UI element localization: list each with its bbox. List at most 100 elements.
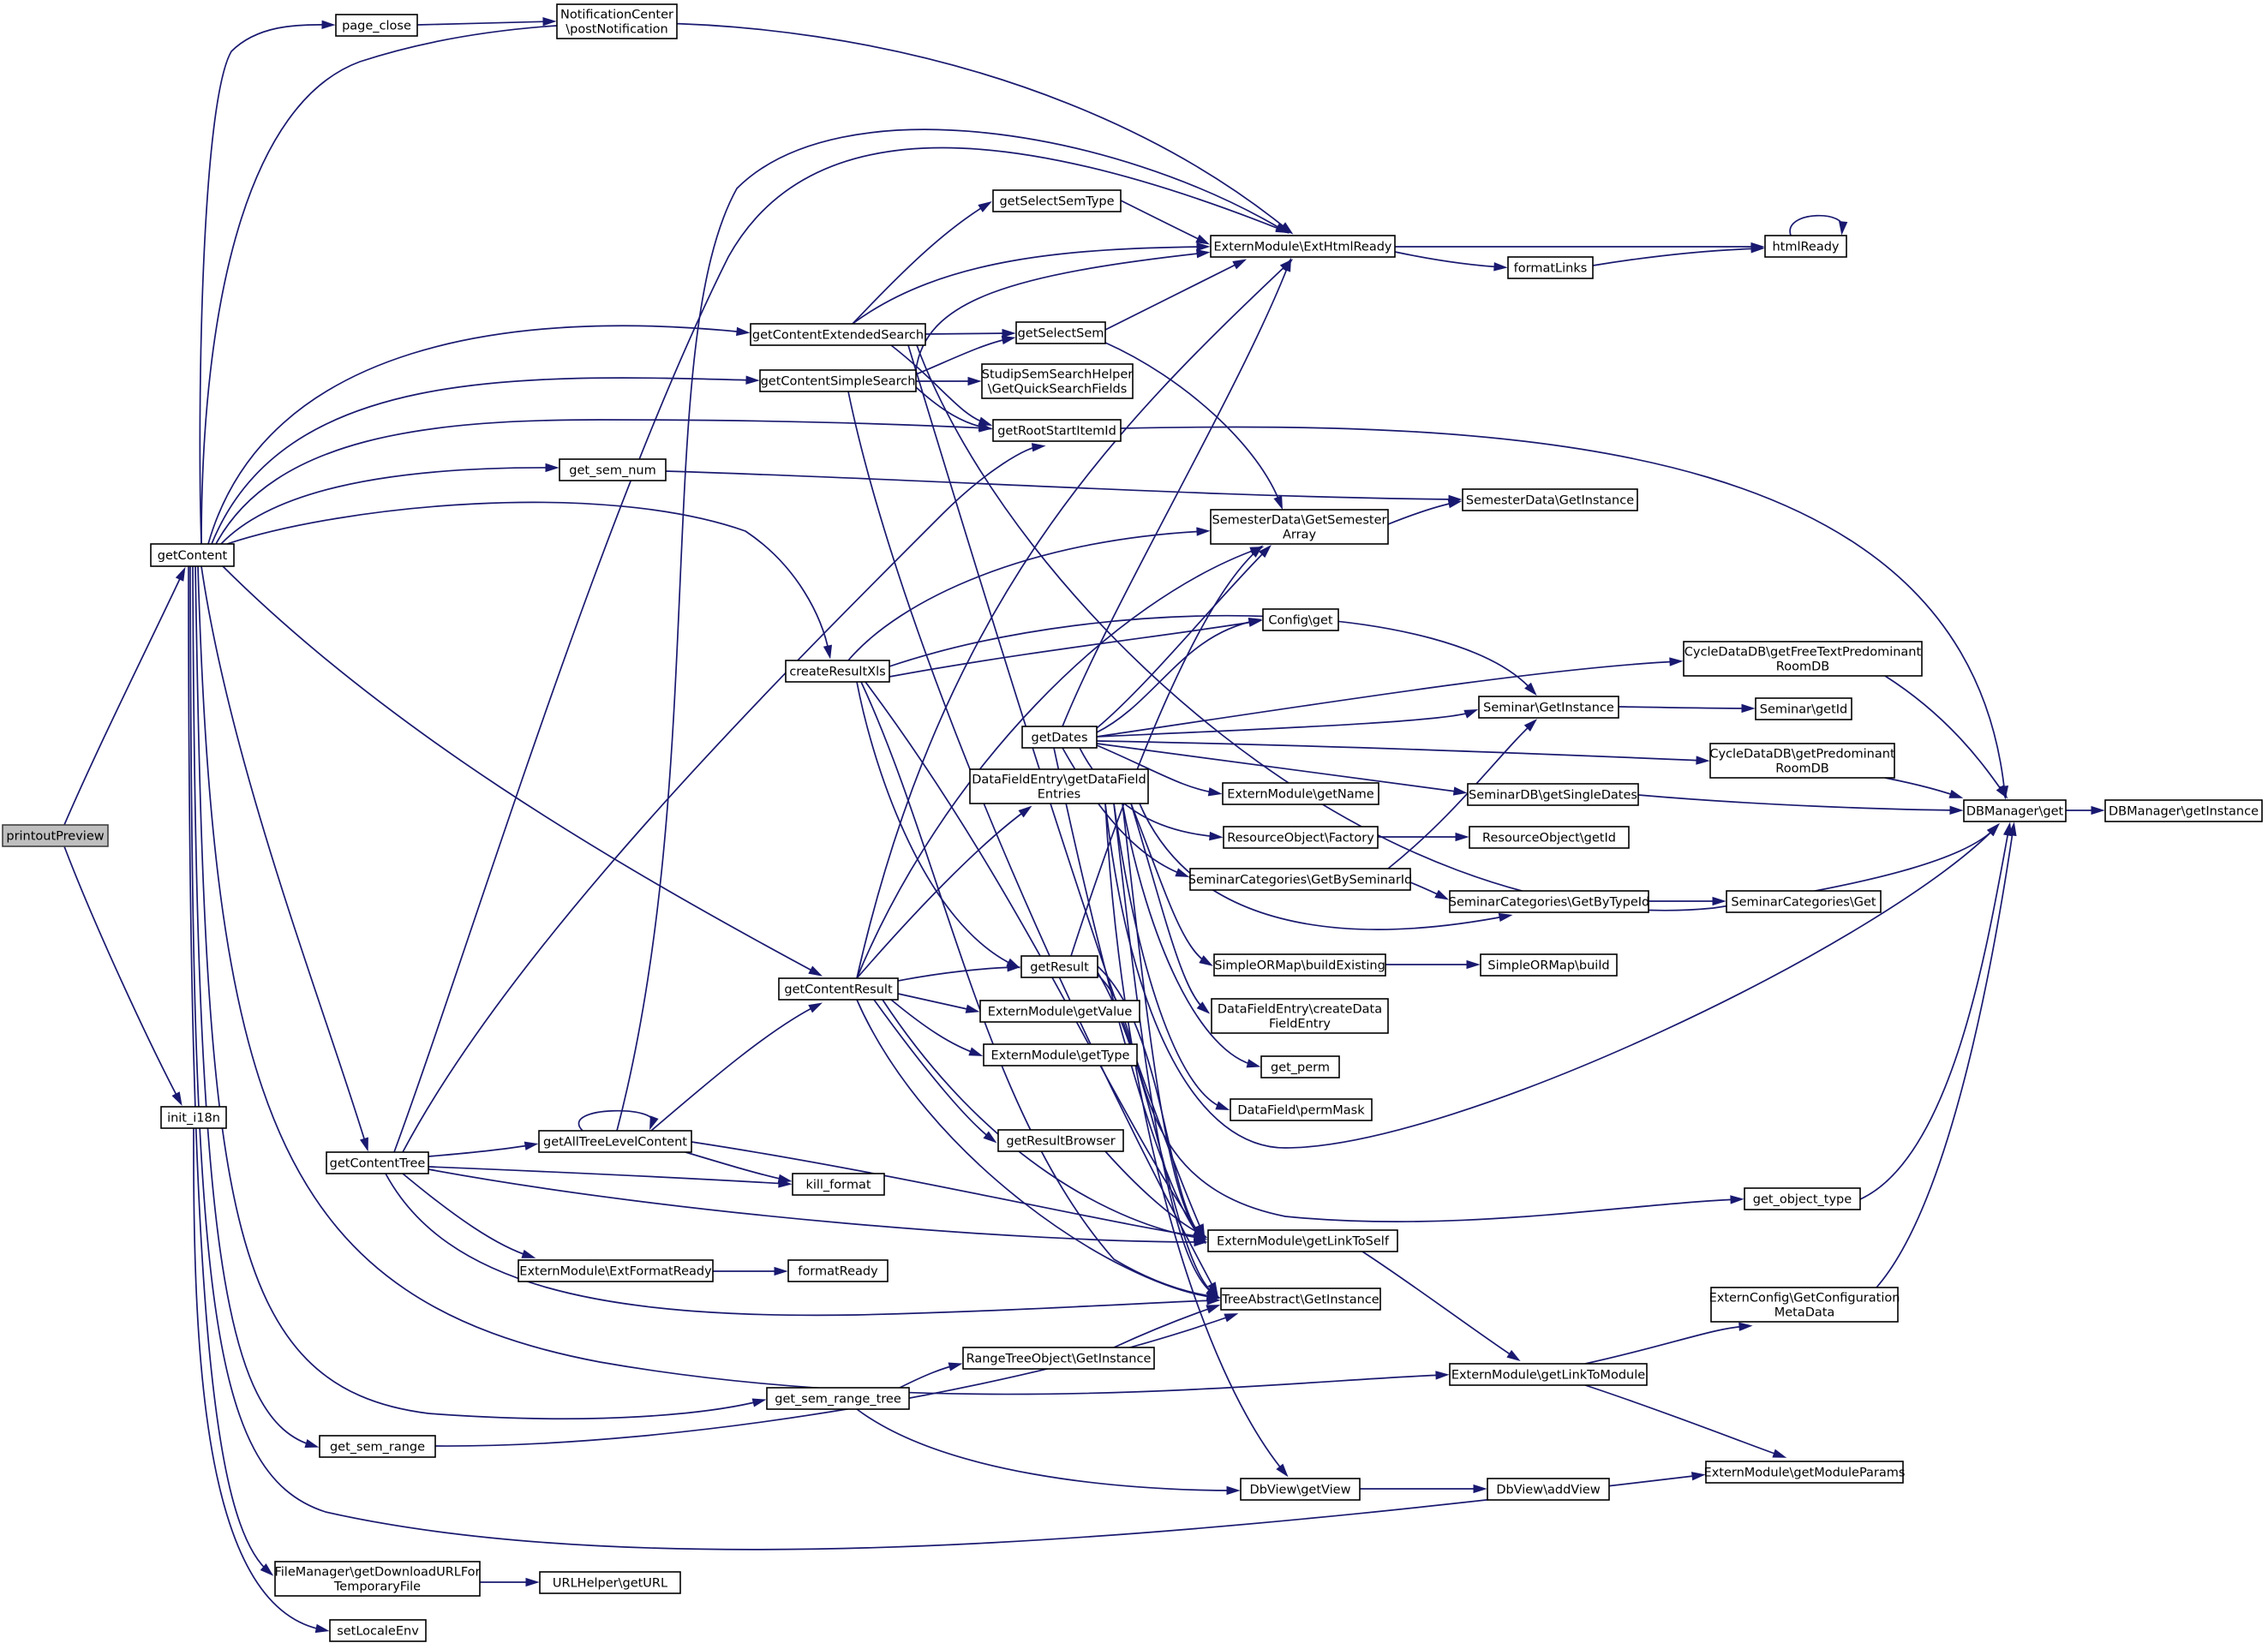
node-SeminarCategoriesGet[interactable]: SeminarCategories\Get [1726, 890, 1882, 913]
node-label: init_i18n [167, 1112, 220, 1126]
node-label: ExternModule\getModuleParams [1704, 1467, 1906, 1480]
node-getContentResult[interactable]: getContentResult [778, 977, 899, 1001]
node-SeminarGetId[interactable]: Seminar\getId [1755, 697, 1852, 720]
node-getContent[interactable]: getContent [150, 543, 235, 567]
arrowhead [1226, 1485, 1241, 1496]
node-getURL[interactable]: URLHelper\getURL [539, 1571, 681, 1594]
node-GetByTypeId[interactable]: SeminarCategories\GetByTypeId [1449, 890, 1650, 913]
node-get_sem_range_tree[interactable]: get_sem_range_tree [766, 1387, 910, 1410]
node-ResourceGetId[interactable]: ResourceObject\getId [1469, 826, 1630, 849]
node-get_sem_num[interactable]: get_sem_num [559, 458, 667, 481]
edge-htmlReady-to-htmlReady [1789, 214, 1848, 236]
node-getSelectSemType[interactable]: getSelectSemType [992, 189, 1122, 212]
node-get_object_type[interactable]: get_object_type [1744, 1187, 1861, 1210]
node-ResourceFactory[interactable]: ResourceObject\Factory [1223, 826, 1379, 849]
node-getRootStartItemId[interactable]: getRootStartItemId [992, 419, 1122, 442]
edge-getResult-to-GetSemesterArray [1070, 545, 1264, 957]
node-init_i18n[interactable]: init_i18n [160, 1106, 227, 1129]
node-QuickSearchFields[interactable]: StudipSemSearchHelper\GetQuickSearchFiel… [981, 363, 1134, 399]
node-box [1021, 726, 1098, 749]
node-getView[interactable]: DbView\getView [1240, 1478, 1361, 1501]
node-SemesterGetInstance[interactable]: SemesterData\GetInstance [1462, 488, 1638, 511]
node-label: SeminarCategories\GetBySeminarId [1188, 874, 1413, 887]
node-kill_format[interactable]: kill_format [792, 1173, 885, 1196]
node-label: get_object_type [1753, 1193, 1852, 1207]
node-DBManagerGetInstance[interactable]: DBManager\getInstance [2104, 799, 2263, 822]
node-getContentExtendedSearch[interactable]: getContentExtendedSearch [750, 323, 926, 346]
node-ConfigGet[interactable]: Config\get [1262, 608, 1339, 631]
node-getModuleParams[interactable]: ExternModule\getModuleParams [1704, 1461, 1906, 1484]
node-createResultXls[interactable]: createResultXls [785, 660, 890, 683]
node-getValue[interactable]: ExternModule\getValue [979, 1000, 1140, 1023]
node-getSelectSem[interactable]: getSelectSem [1015, 321, 1106, 344]
edge-getAllTreeLevelContent-to-ExtHtmlReady [616, 128, 1290, 1132]
edge-getDataFieldEntries-to-DBManagerGet [1104, 803, 2000, 1149]
node-GetBySeminarId[interactable]: SeminarCategories\GetBySeminarId [1188, 868, 1413, 891]
node-box [1213, 953, 1386, 977]
node-getResult[interactable]: getResult [1020, 955, 1098, 978]
node-getLinkToSelf[interactable]: ExternModule\getLinkToSelf [1207, 1229, 1398, 1252]
node-permMask[interactable]: DataField\permMask [1230, 1098, 1373, 1121]
node-addView[interactable]: DbView\addView [1487, 1478, 1610, 1501]
arrowhead [1018, 805, 1032, 818]
node-getType[interactable]: ExternModule\getType [983, 1043, 1138, 1066]
node-getName[interactable]: ExternModule\getName [1222, 782, 1379, 805]
node-formatReady[interactable]: formatReady [787, 1259, 889, 1282]
node-getContentSimpleSearch[interactable]: getContentSimpleSearch [759, 369, 917, 392]
node-getLinkToModule[interactable]: ExternModule\getLinkToModule [1449, 1363, 1648, 1386]
arrowhead [1001, 335, 1016, 345]
node-RangeTreeGetInstance[interactable]: RangeTreeObject\GetInstance [962, 1347, 1155, 1370]
node-setLocaleEnv[interactable]: setLocaleEnv [329, 1619, 427, 1642]
arrowhead [2091, 805, 2105, 816]
node-label: ResourceObject\getId [1482, 832, 1616, 845]
node-htmlReady[interactable]: htmlReady [1764, 235, 1847, 258]
node-label: get_sem_range_tree [775, 1393, 901, 1407]
node-box [1223, 826, 1379, 849]
node-box [1020, 955, 1098, 978]
node-buildExisting[interactable]: SimpleORMap\buildExisting [1213, 953, 1386, 977]
arrowhead [1435, 1371, 1450, 1380]
node-box [1764, 235, 1847, 258]
edge-get_sem_num-to-SemesterGetInstance [665, 470, 1463, 505]
edge-getContent-to-get_sem_range [192, 565, 320, 1448]
node-box [1755, 697, 1852, 720]
node-DBManagerGet[interactable]: DBManager\get [1963, 799, 2067, 822]
node-build[interactable]: SimpleORMap\build [1480, 953, 1618, 977]
arrowhead [1455, 832, 1469, 842]
node-getDates[interactable]: getDates [1021, 726, 1098, 749]
node-box [979, 1000, 1140, 1023]
node-getResultBrowser[interactable]: getResultBrowser [997, 1129, 1124, 1152]
node-label: formatLinks [1514, 262, 1588, 276]
node-ExtHtmlReady[interactable]: ExternModule\ExtHtmlReady [1210, 235, 1396, 258]
edge-getDates-to-getName [1096, 744, 1223, 797]
node-label: Config\get [1268, 614, 1333, 628]
node-label: DataField\permMask [1237, 1104, 1365, 1118]
arrowhead [968, 1047, 984, 1056]
node-get_sem_range[interactable]: get_sem_range [319, 1435, 436, 1458]
node-formatLinks[interactable]: formatLinks [1507, 256, 1594, 279]
node-SingleDates[interactable]: SeminarDB\getSingleDates [1467, 783, 1639, 806]
node-page_close[interactable]: page_close [335, 14, 418, 37]
edge-getView-to-addView [1360, 1484, 1487, 1494]
node-getAllTreeLevelContent[interactable]: getAllTreeLevelContent [538, 1130, 692, 1153]
node-SeminarGetInstance[interactable]: Seminar\GetInstance [1478, 696, 1619, 719]
arrowhead [1002, 328, 1016, 338]
node-TreeGetInstance[interactable]: TreeAbstract\GetInstance [1220, 1288, 1381, 1311]
node-box [1467, 783, 1639, 806]
node-get_perm[interactable]: get_perm [1260, 1055, 1340, 1078]
node-box [1478, 696, 1619, 719]
node-ExtFormatReady[interactable]: ExternModule\ExtFormatReady [518, 1259, 714, 1282]
node-getDownloadURL[interactable]: FileManager\getDownloadURLForTemporaryFi… [274, 1561, 481, 1597]
arrowhead [978, 201, 992, 212]
node-getContentTree[interactable]: getContentTree [326, 1151, 429, 1174]
arrowhead [1506, 1349, 1521, 1362]
edge-RangeTreeGetInstance-to-TreeGetInstance [1113, 1305, 1221, 1348]
node-postNotification[interactable]: NotificationCenter\postNotification [556, 3, 678, 39]
node-box [274, 1561, 481, 1597]
